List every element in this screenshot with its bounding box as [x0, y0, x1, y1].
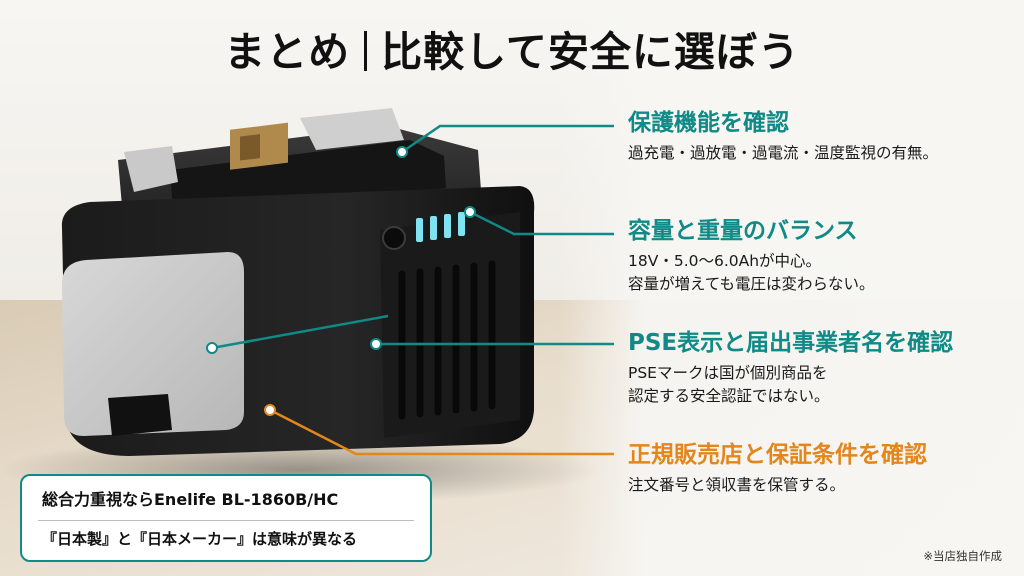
section-body: PSEマークは国が個別商品を 認定する安全認証ではない。	[628, 362, 953, 408]
section-body-line: 注文番号と領収書を保管する。	[628, 476, 846, 494]
section-heading: 正規販売店と保証条件を確認	[628, 442, 927, 468]
battery-side	[380, 212, 520, 438]
summary-note-box: 総合力重視ならEnelife BL-1860B/HC 『日本製』と『日本メーカー…	[20, 474, 432, 562]
section-body-line: 容量が増えても電圧は変わらない。	[628, 275, 875, 293]
source-note: ※当店独自作成	[923, 549, 1002, 563]
section-body-line: PSEマークは国が個別商品を	[628, 364, 828, 382]
section-body-line: 18V・5.0〜6.0Ahが中心。	[628, 252, 822, 270]
charge-leds	[416, 212, 465, 242]
section-body: 18V・5.0〜6.0Ahが中心。 容量が増えても電圧は変わらない。	[628, 250, 874, 296]
section-capacity: 容量と重量のバランス 18V・5.0〜6.0Ahが中心。 容量が増えても電圧は変…	[628, 216, 874, 296]
battery-label	[62, 252, 244, 436]
section-dealer: 正規販売店と保証条件を確認 注文番号と領収書を保管する。	[628, 440, 927, 497]
battery-foot	[108, 394, 172, 436]
terminal-slot	[240, 134, 260, 161]
title-separator	[364, 31, 368, 71]
release-latch-left	[124, 146, 178, 192]
note-line-1: 総合力重視ならEnelife BL-1860B/HC	[42, 490, 339, 509]
page-title: まとめ比較して安全に選ぼう	[0, 18, 1024, 78]
section-protection: 保護機能を確認 過充電・過放電・過電流・温度監視の有無。	[628, 108, 938, 165]
note-divider	[38, 520, 414, 521]
section-heading: 保護機能を確認	[628, 110, 789, 136]
release-latch-right	[300, 108, 404, 150]
callout-lines	[211, 124, 614, 456]
section-body-line: 認定する安全認証ではない。	[628, 387, 830, 405]
section-heading: 容量と重量のバランス	[628, 218, 858, 244]
section-pse: PSE表示と届出事業者名を確認 PSEマークは国が個別商品を 認定する安全認証で…	[628, 328, 953, 408]
section-heading: PSE表示と届出事業者名を確認	[628, 330, 954, 356]
note-line-2: 『日本製』と『日本メーカー』は意味が異なる	[42, 530, 358, 548]
section-body-line: 過充電・過放電・過電流・温度監視の有無。	[628, 144, 939, 162]
background-fade	[560, 0, 1024, 576]
title-left: まとめ	[224, 28, 351, 76]
callout-dots	[206, 146, 476, 416]
power-button	[382, 226, 406, 250]
title-right: 比較して安全に選ぼう	[381, 28, 800, 76]
